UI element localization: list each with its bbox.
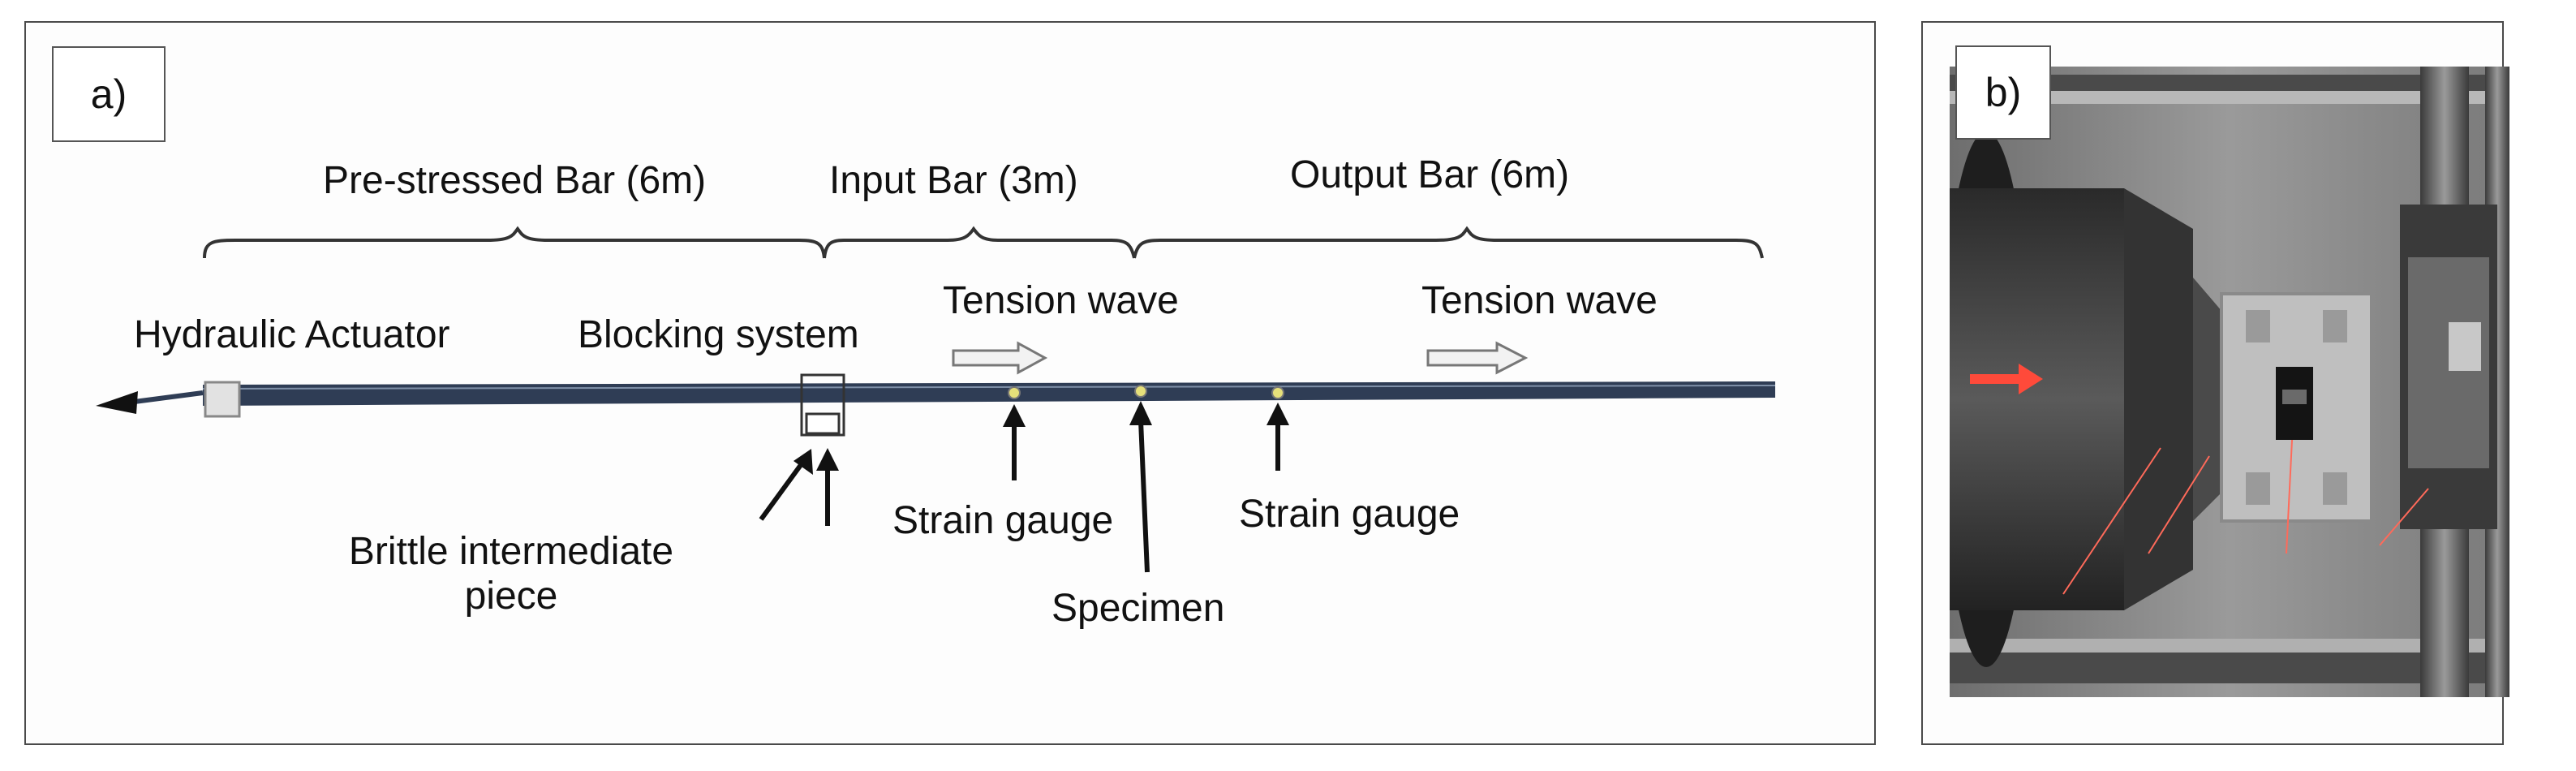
panel-a-tag: a) <box>52 46 166 142</box>
tension-wave-arrow-output <box>1426 341 1529 375</box>
strain-gauge-output-label: Strain gauge <box>1239 493 1460 536</box>
hydraulic-actuator-label: Hydraulic Actuator <box>134 313 450 356</box>
strain-gauge-output-dot <box>1271 386 1284 399</box>
panel-b-tag: b) <box>1955 45 2051 140</box>
brittle-piece-block <box>805 412 841 435</box>
specimen-label: Specimen <box>1051 587 1225 630</box>
blocking-system-frame <box>800 373 845 437</box>
brace-prestressed-bar <box>203 226 826 259</box>
blocking-system-label: Blocking system <box>578 313 859 356</box>
brace-input-bar <box>823 226 1136 259</box>
tension-wave-arrow-input <box>952 341 1048 375</box>
hydraulic-actuator-block <box>204 381 241 418</box>
strain-gauge-input-label: Strain gauge <box>892 499 1114 542</box>
tension-wave-output-label: Tension wave <box>1421 279 1658 322</box>
input-bar-label: Input Bar (3m) <box>829 159 1078 202</box>
brace-output-bar <box>1133 226 1764 259</box>
actuator-pull-arrow <box>127 390 204 405</box>
brittle-pointer-1 <box>759 458 807 521</box>
brittle-piece-label: Brittle intermediate piece <box>348 530 674 618</box>
specimen-fixture-photo <box>1950 67 2509 697</box>
output-bar-label: Output Bar (6m) <box>1290 153 1570 196</box>
main-bar <box>203 381 1775 406</box>
actuator-arrowhead <box>96 391 138 414</box>
specimen-pointer <box>1138 420 1150 573</box>
prestressed-bar-label: Pre-stressed Bar (6m) <box>323 159 707 202</box>
strain-gauge-input-dot <box>1008 386 1021 399</box>
tension-wave-input-label: Tension wave <box>943 279 1179 322</box>
specimen-dot <box>1134 385 1147 398</box>
